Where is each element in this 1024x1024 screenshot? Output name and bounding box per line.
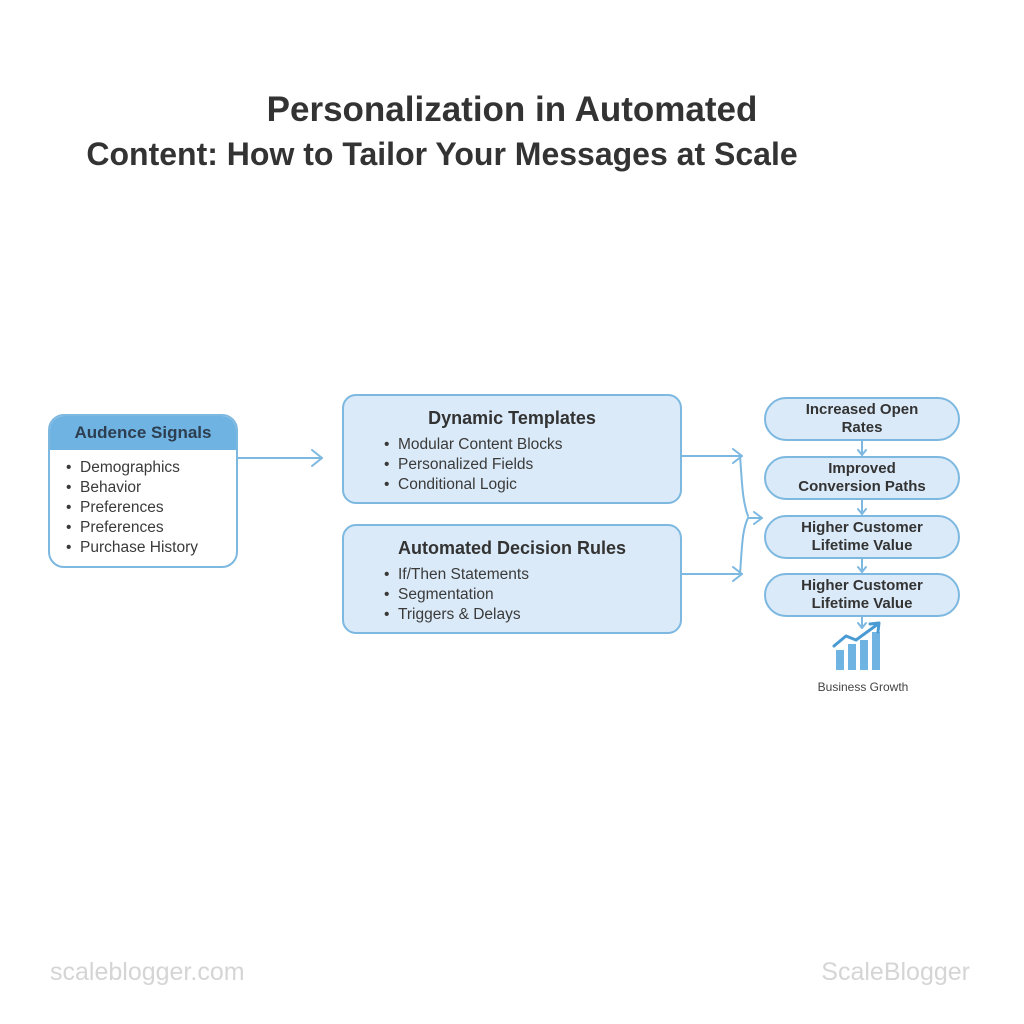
- dynamic-templates-box: Dynamic Templates Modular Content Blocks…: [342, 394, 682, 504]
- decision-rules-list: If/Then Statements Segmentation Triggers…: [344, 565, 680, 625]
- list-item: Segmentation: [384, 585, 680, 605]
- outcome-line: Improved: [828, 460, 896, 477]
- list-item: Behavior: [66, 478, 236, 498]
- title-line-2: Content: How to Tailor Your Messages at …: [86, 136, 798, 172]
- audience-signals-box: Audence Signals Demographics Behavior Pr…: [48, 414, 238, 568]
- business-growth-label: Business Growth: [817, 680, 909, 694]
- outcome-line: Conversion Paths: [798, 478, 926, 495]
- outcome-line: Rates: [841, 419, 883, 436]
- list-item: Modular Content Blocks: [384, 435, 680, 455]
- list-item: If/Then Statements: [384, 565, 680, 585]
- audience-signals-heading: Audence Signals: [50, 416, 236, 450]
- list-item: Triggers & Delays: [384, 605, 680, 625]
- arrowhead-rules: [732, 566, 743, 582]
- arrowhead-merge: [753, 511, 763, 525]
- dynamic-templates-list: Modular Content Blocks Personalized Fiel…: [344, 435, 680, 495]
- outcome-line: Higher Customer: [801, 577, 923, 594]
- list-item: Purchase History: [66, 538, 236, 558]
- page-title: Personalization in Automated Content: Ho…: [0, 88, 1024, 176]
- arrowhead-templates: [732, 448, 743, 464]
- decision-rules-heading: Automated Decision Rules: [397, 538, 627, 558]
- decision-rules-box: Automated Decision Rules If/Then Stateme…: [342, 524, 682, 634]
- outcome-line: Lifetime Value: [811, 537, 913, 554]
- footer-brand: ScaleBlogger: [821, 958, 970, 986]
- audience-signals-list: Demographics Behavior Preferences Prefer…: [50, 450, 236, 558]
- title-line-1: Personalization in Automated: [266, 90, 758, 129]
- outcome-line: Increased Open: [805, 401, 919, 418]
- footer-website: scaleblogger.com: [50, 958, 245, 986]
- arrowhead-audience: [311, 449, 323, 467]
- list-item: Preferences: [66, 498, 236, 518]
- bar-chart-growth-icon: [832, 621, 881, 670]
- list-item: Preferences: [66, 518, 236, 538]
- list-item: Conditional Logic: [384, 475, 680, 495]
- dynamic-templates-heading: Dynamic Templates: [428, 408, 596, 428]
- outcome-line: Lifetime Value: [811, 595, 913, 612]
- list-item: Personalized Fields: [384, 455, 680, 475]
- list-item: Demographics: [66, 458, 236, 478]
- merge-connector: [739, 455, 763, 575]
- outcome-line: Higher Customer: [801, 519, 923, 536]
